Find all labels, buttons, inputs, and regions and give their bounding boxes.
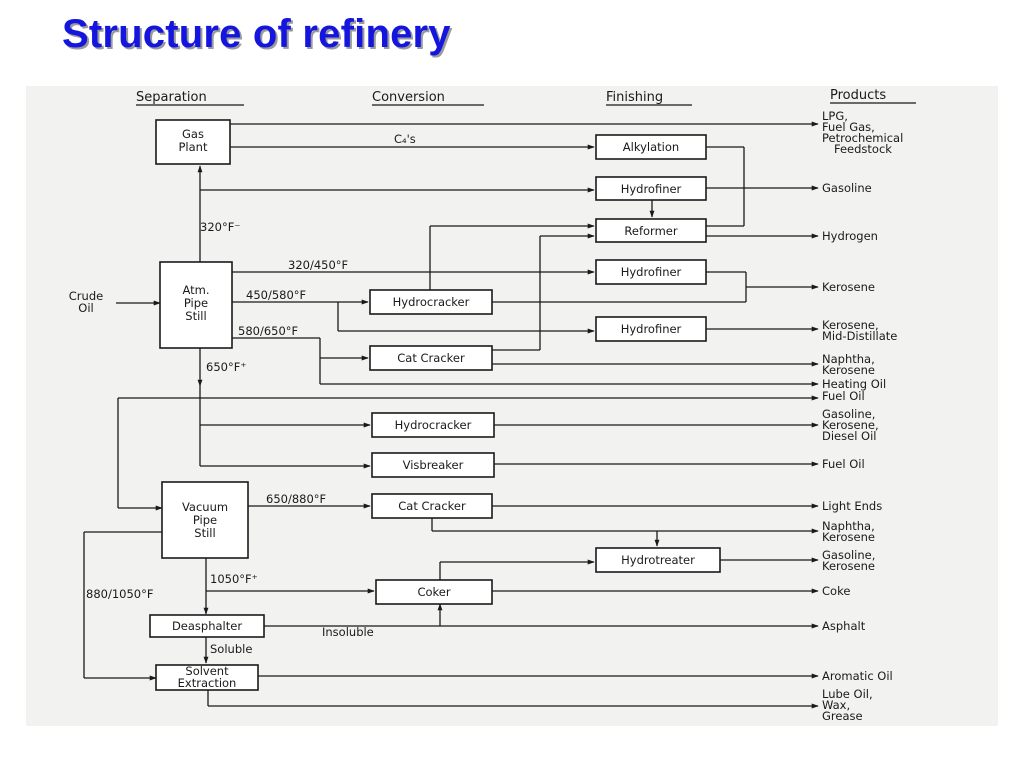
hydrotreater-box: Hydrotreater <box>595 547 721 573</box>
gas-plant-label-1: Gas <box>182 127 204 141</box>
header-products: Products <box>830 88 886 103</box>
stream-labels: Crude Oil C₄'s 320°F⁻ 320/450°F 450/580°… <box>69 132 416 656</box>
cat-cracker-2-label: Cat Cracker <box>398 499 466 513</box>
product-coke: Coke <box>822 584 850 598</box>
solvent-extraction-label-1: Solvent <box>185 664 229 678</box>
product-lube-oil-2: Wax, <box>822 698 850 712</box>
visbreaker-box: Visbreaker <box>371 452 495 478</box>
product-lpg-1: LPG, <box>822 109 848 123</box>
product-gasoline-diesel-3: Diesel Oil <box>822 429 877 443</box>
hydrocracker-2-label: Hydrocracker <box>395 418 472 432</box>
crude-oil-label-2: Oil <box>78 301 93 315</box>
refinery-flow-diagram: Separation Conversion Finishing Products <box>26 86 998 726</box>
product-gasoline-diesel-2: Kerosene, <box>822 418 879 432</box>
cut-580-650-label: 580/650°F <box>238 324 298 338</box>
product-naphtha-1b: Kerosene <box>822 363 875 377</box>
product-naphtha-2b: Kerosene <box>822 530 875 544</box>
product-kerosene: Kerosene <box>822 280 875 294</box>
cat-cracker-1-label: Cat Cracker <box>397 351 465 365</box>
product-kerosene-mid-2: Mid-Distillate <box>822 329 897 343</box>
header-separation: Separation <box>136 90 207 105</box>
alkylation-box: Alkylation <box>595 134 707 160</box>
column-headers: Separation Conversion Finishing Products <box>136 88 916 106</box>
product-kerosene-mid-1: Kerosene, <box>822 318 879 332</box>
crude-oil-label-1: Crude <box>69 289 103 303</box>
product-lube-oil-3: Grease <box>822 709 863 723</box>
cut-320-450-label: 320/450°F <box>288 258 348 272</box>
product-lpg-2: Fuel Gas, <box>822 120 875 134</box>
hydrofiner-3-label: Hydrofiner <box>621 322 682 336</box>
hydrocracker-1-label: Hydrocracker <box>393 295 470 309</box>
slide-title: Structure of refinery <box>62 12 451 56</box>
deasphalter-label: Deasphalter <box>172 619 242 633</box>
product-lpg-4: Feedstock <box>834 142 892 156</box>
hydrofiner-2-label: Hydrofiner <box>621 265 682 279</box>
solvent-extraction-label-2: Extraction <box>178 676 237 690</box>
hydrofiner-1-box: Hydrofiner <box>595 176 707 201</box>
c4s-label: C₄'s <box>394 132 416 146</box>
hydrofiner-2-box: Hydrofiner <box>595 259 707 285</box>
product-gasoline: Gasoline <box>822 181 872 195</box>
coker-label: Coker <box>417 585 450 599</box>
cut-320-label: 320°F⁻ <box>200 220 240 234</box>
hydrocracker-1-box: Hydrocracker <box>369 289 493 315</box>
solvent-extraction-box: Solvent Extraction <box>155 664 259 691</box>
cut-650-label: 650°F⁺ <box>206 360 246 374</box>
coker-box: Coker <box>375 579 493 605</box>
vacuum-still-label-2: Pipe <box>193 513 217 527</box>
atm-still-label-2: Pipe <box>184 296 208 310</box>
gas-plant-label-2: Plant <box>179 140 208 154</box>
product-lpg-3: Petrochemical <box>822 131 903 145</box>
product-labels: LPG, Fuel Gas, Petrochemical Feedstock G… <box>822 109 903 723</box>
vacuum-still-label-1: Vacuum <box>182 500 228 514</box>
cat-cracker-2-box: Cat Cracker <box>371 493 493 519</box>
atm-pipe-still-box: Atm. Pipe Still <box>159 261 233 349</box>
hydrofiner-3-box: Hydrofiner <box>595 316 707 342</box>
product-hydrogen: Hydrogen <box>822 229 878 243</box>
cut-650-880-label: 650/880°F <box>266 492 326 506</box>
deasphalter-box: Deasphalter <box>149 614 265 638</box>
product-naphtha-1a: Naphtha, <box>822 352 875 366</box>
product-gasoline-kerosene-1: Gasoline, <box>822 548 875 562</box>
vacuum-pipe-still-box: Vacuum Pipe Still <box>161 481 249 559</box>
cut-1050-label: 1050°F⁺ <box>210 572 258 586</box>
hydrotreater-label: Hydrotreater <box>621 553 695 567</box>
cat-cracker-1-box: Cat Cracker <box>369 345 493 371</box>
atm-still-label-3: Still <box>185 309 206 323</box>
product-gasoline-kerosene-2: Kerosene <box>822 559 875 573</box>
hydrofiner-1-label: Hydrofiner <box>621 182 682 196</box>
flow-lines <box>83 121 819 709</box>
product-aromatic-oil: Aromatic Oil <box>822 669 893 683</box>
cut-880-1050-label: 880/1050°F <box>86 587 153 601</box>
product-fuel-oil-1: Fuel Oil <box>822 389 865 403</box>
atm-still-label-1: Atm. <box>182 283 209 297</box>
cut-450-580-label: 450/580°F <box>246 288 306 302</box>
gas-plant-box: Gas Plant <box>155 119 231 165</box>
product-gasoline-diesel-1: Gasoline, <box>822 407 875 421</box>
product-lube-oil-1: Lube Oil, <box>822 687 873 701</box>
insoluble-label: Insoluble <box>322 625 374 639</box>
product-light-ends: Light Ends <box>822 499 882 513</box>
soluble-label: Soluble <box>210 642 252 656</box>
reformer-label: Reformer <box>624 224 677 238</box>
product-fuel-oil-2: Fuel Oil <box>822 457 865 471</box>
alkylation-label: Alkylation <box>623 140 679 154</box>
hydrocracker-2-box: Hydrocracker <box>371 412 495 438</box>
product-asphalt: Asphalt <box>822 619 866 633</box>
header-conversion: Conversion <box>372 90 445 105</box>
reformer-box: Reformer <box>595 218 707 243</box>
vacuum-still-label-3: Still <box>194 526 215 540</box>
header-finishing: Finishing <box>606 90 663 105</box>
product-heating-oil: Heating Oil <box>822 377 886 391</box>
product-naphtha-2a: Naphtha, <box>822 519 875 533</box>
visbreaker-label: Visbreaker <box>403 458 464 472</box>
